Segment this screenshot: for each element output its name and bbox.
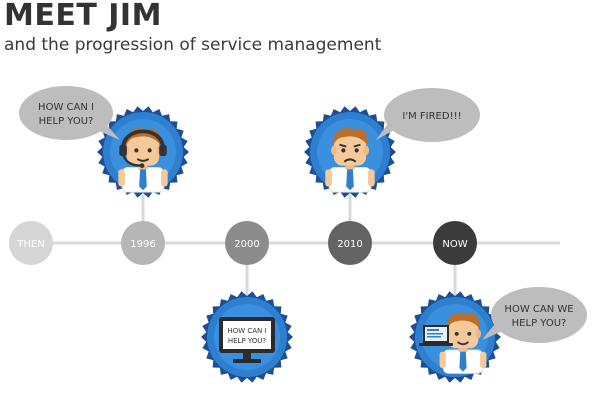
- badge-now: [409, 291, 501, 383]
- page-subtitle: and the progression of service managemen…: [4, 35, 382, 55]
- monitor-line1: HOW CAN I: [227, 327, 266, 335]
- bubble-now-line1: HOW CAN WE: [504, 304, 573, 315]
- bubble-1996-line2: HELP YOU?: [39, 116, 94, 127]
- timeline-node-circle: [433, 221, 477, 265]
- timeline-node-2010: 2010: [328, 221, 372, 265]
- timeline-node-label: 2010: [337, 239, 362, 250]
- speech-bubble-2010: I'M FIRED!!!: [376, 88, 480, 142]
- timeline-node-then: THEN: [9, 221, 53, 265]
- speech-bubble-now: HOW CAN WE HELP YOU?: [482, 287, 587, 343]
- timeline-node-now: NOW: [433, 221, 477, 265]
- badge-2010: [304, 106, 396, 198]
- bubble-1996-line1: HOW CAN I: [38, 102, 94, 113]
- page-title: MEET JIM: [4, 0, 162, 33]
- laptop-icon: [419, 325, 453, 346]
- timeline-node-circle: [225, 221, 269, 265]
- speech-bubble-1996: HOW CAN I HELP YOU?: [19, 86, 120, 140]
- timeline-node-circle: [9, 221, 53, 265]
- bubble-now-line2: HELP YOU?: [512, 318, 567, 329]
- timeline-node-circle: [328, 221, 372, 265]
- timeline-node-label: THEN: [16, 239, 44, 250]
- badge-2000: HOW CAN I HELP YOU?: [201, 291, 293, 383]
- timeline-node-1996: 1996: [121, 221, 165, 265]
- timeline-node-label: 2000: [234, 239, 259, 250]
- bubble-2010-text: I'M FIRED!!!: [402, 111, 461, 122]
- timeline-node-label: 1996: [130, 239, 155, 250]
- monitor-icon: HOW CAN I HELP YOU?: [219, 317, 275, 363]
- timeline-node-label: NOW: [442, 239, 467, 250]
- agent-avatar: [117, 127, 169, 193]
- fired-avatar: [324, 127, 376, 193]
- timeline-node-circle: [121, 221, 165, 265]
- timeline-node-2000: 2000: [225, 221, 269, 265]
- badge-1996: [97, 106, 189, 198]
- modern-avatar: [439, 312, 487, 374]
- headset-icon: [119, 129, 167, 168]
- monitor-line2: HELP YOU?: [228, 337, 267, 345]
